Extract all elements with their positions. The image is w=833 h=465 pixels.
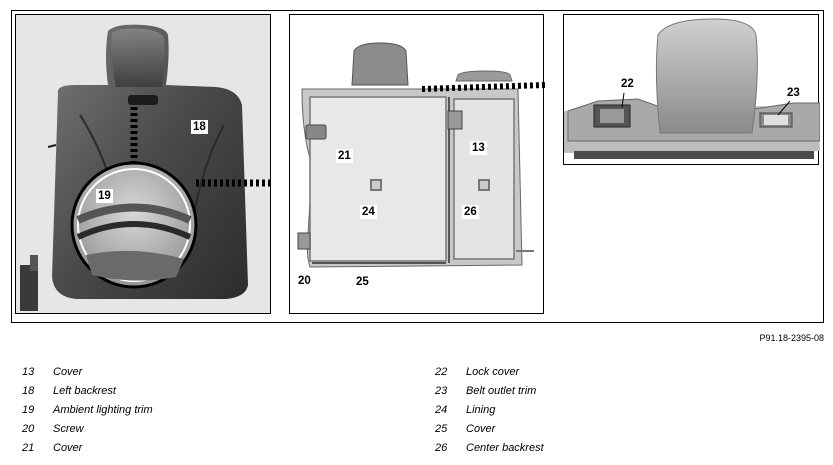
legend-number: 26 [435, 442, 448, 454]
legend-number: 24 [435, 404, 448, 416]
rear-backrest-illustration [297, 42, 545, 268]
legend-item: 25 Cover [435, 423, 544, 442]
legend-number: 22 [435, 366, 448, 378]
legend-label: Cover [466, 423, 496, 435]
legend-label: Lock cover [466, 366, 520, 378]
legend-item: 21 Cover [22, 442, 153, 461]
callout-22: 22 [621, 78, 634, 90]
legend-item: 13 Cover [22, 366, 153, 385]
legend-item: 19 Ambient lighting trim [22, 404, 153, 423]
legend-item: 20 Screw [22, 423, 153, 442]
callout-13: 13 [470, 141, 487, 155]
callout-21: 21 [336, 149, 353, 163]
detail-top-panel: 22 23 [563, 14, 820, 165]
legend-item: 26 Center backrest [435, 442, 544, 461]
callout-18: 18 [191, 120, 208, 134]
legend-label: Cover [53, 442, 83, 454]
detail-top-illustration [564, 18, 820, 159]
legend-number: 23 [435, 385, 448, 397]
callout-25: 25 [356, 276, 369, 288]
legend-number: 13 [22, 366, 35, 378]
callout-24: 24 [360, 205, 377, 219]
rear-backrest-panel: 21 13 24 26 20 25 [289, 14, 545, 314]
legend-label: Left backrest [53, 385, 116, 397]
legend-label: Belt outlet trim [466, 385, 537, 397]
legend-label: Screw [53, 423, 84, 435]
callout-19: 19 [96, 189, 113, 203]
legend-label: Center backrest [466, 442, 544, 454]
legend-item: 24 Lining [435, 404, 544, 423]
callout-26: 26 [462, 205, 479, 219]
callout-23: 23 [787, 87, 800, 99]
legend-number: 20 [22, 423, 35, 435]
left-backrest-panel: 18 19 [15, 14, 272, 314]
legend-item: 23 Belt outlet trim [435, 385, 544, 404]
legend-item: 18 Left backrest [22, 385, 153, 404]
legend-label: Ambient lighting trim [53, 404, 153, 416]
legend-item: 22 Lock cover [435, 366, 544, 385]
legend-number: 25 [435, 423, 448, 435]
figure-reference-code: P91.18-2395-08 [759, 333, 824, 343]
legend-label: Cover [53, 366, 83, 378]
left-backrest-illustration [20, 24, 272, 311]
legend-right: 22 Lock cover 23 Belt outlet trim 24 Lining… [435, 366, 544, 461]
legend-number: 18 [22, 385, 35, 397]
callout-20: 20 [298, 275, 311, 287]
legend-number: 19 [22, 404, 35, 416]
legend-number: 21 [22, 442, 35, 454]
legend-label: Lining [466, 404, 496, 416]
